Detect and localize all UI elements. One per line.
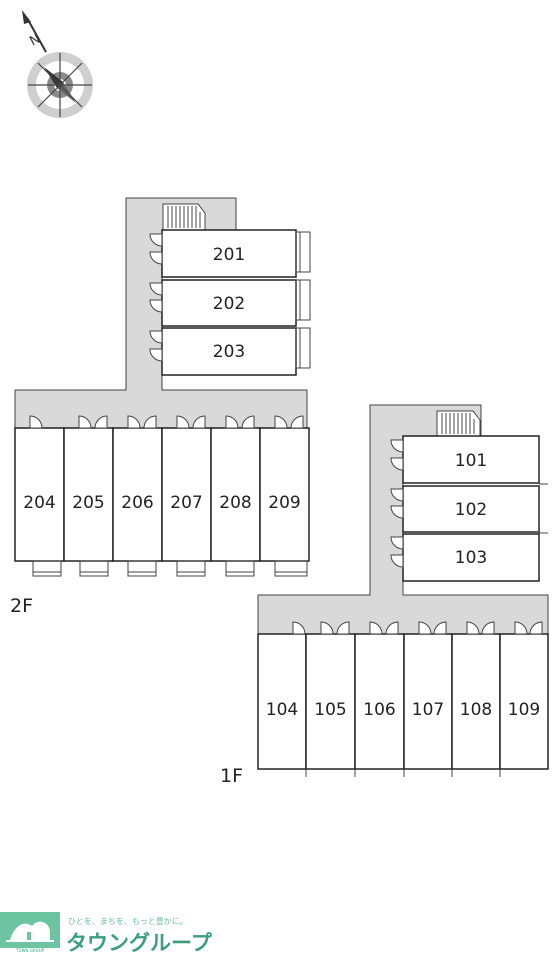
unit-202: 202 [161, 279, 297, 327]
unit-208: 208 [210, 427, 261, 562]
unit-201: 201 [161, 229, 297, 278]
unit-label-102: 102 [455, 500, 487, 520]
balconies-2f-row [32, 560, 308, 577]
compass-rose-icon [27, 52, 93, 118]
unit-204: 204 [14, 427, 65, 562]
unit-label-104: 104 [266, 700, 298, 720]
unit-label-208: 208 [219, 493, 251, 513]
unit-207: 207 [161, 427, 212, 562]
unit-label-206: 206 [121, 493, 153, 513]
unit-108: 108 [451, 633, 501, 770]
door-swings-2f-row [29, 415, 304, 429]
door-swings-2f-upper [149, 233, 163, 362]
compass: N [22, 10, 93, 118]
unit-106: 106 [354, 633, 405, 770]
logo-brand-small: TOWN GROUP [15, 948, 45, 953]
unit-label-203: 203 [213, 342, 245, 362]
north-arrow-icon [22, 10, 47, 53]
floor-1f-plan: 101 102 103 104 105 [220, 404, 549, 787]
door-swings-1f-upper [390, 439, 404, 568]
staircase-1f [436, 410, 481, 437]
floor-label-1f: 1F [220, 765, 243, 787]
logo-tagline: ひとを、まちを、もっと豊かに。 [68, 916, 188, 926]
floor-2f-plan: 201 202 203 204 [10, 197, 311, 617]
unit-104: 104 [257, 633, 307, 770]
unit-label-205: 205 [72, 493, 104, 513]
logo-name: タウングループ [66, 931, 213, 955]
unit-label-108: 108 [460, 700, 492, 720]
unit-label-207: 207 [170, 493, 202, 513]
unit-label-209: 209 [268, 493, 300, 513]
unit-109: 109 [499, 633, 549, 770]
unit-label-204: 204 [23, 493, 55, 513]
unit-label-103: 103 [455, 548, 487, 568]
unit-107: 107 [403, 633, 453, 770]
balconies-2f-upper [295, 231, 311, 369]
unit-209: 209 [259, 427, 310, 562]
unit-label-107: 107 [412, 700, 444, 720]
town-group-emblem-icon [0, 912, 60, 948]
corridor-2f [14, 197, 308, 429]
unit-divider-ticks-1f [539, 483, 548, 534]
staircase-2f [162, 203, 206, 231]
unit-205: 205 [63, 427, 114, 562]
unit-label-101: 101 [455, 451, 487, 471]
company-logo: TOWN GROUP ひとを、まちを、もっと豊かに。 タウングループ [0, 912, 213, 955]
compass-north-label: N [27, 32, 43, 50]
unit-label-106: 106 [363, 700, 395, 720]
unit-105: 105 [305, 633, 356, 770]
unit-label-109: 109 [508, 700, 540, 720]
unit-103: 103 [402, 533, 540, 582]
unit-101: 101 [402, 435, 540, 484]
unit-206: 206 [112, 427, 163, 562]
unit-102: 102 [402, 485, 540, 533]
unit-203: 203 [161, 327, 297, 376]
unit-label-105: 105 [314, 700, 346, 720]
unit-label-201: 201 [213, 245, 245, 265]
unit-label-202: 202 [213, 294, 245, 314]
door-swings-1f-row [292, 621, 543, 635]
floor-label-2f: 2F [10, 595, 33, 617]
unit-boundary-ticks-1f [305, 769, 501, 777]
